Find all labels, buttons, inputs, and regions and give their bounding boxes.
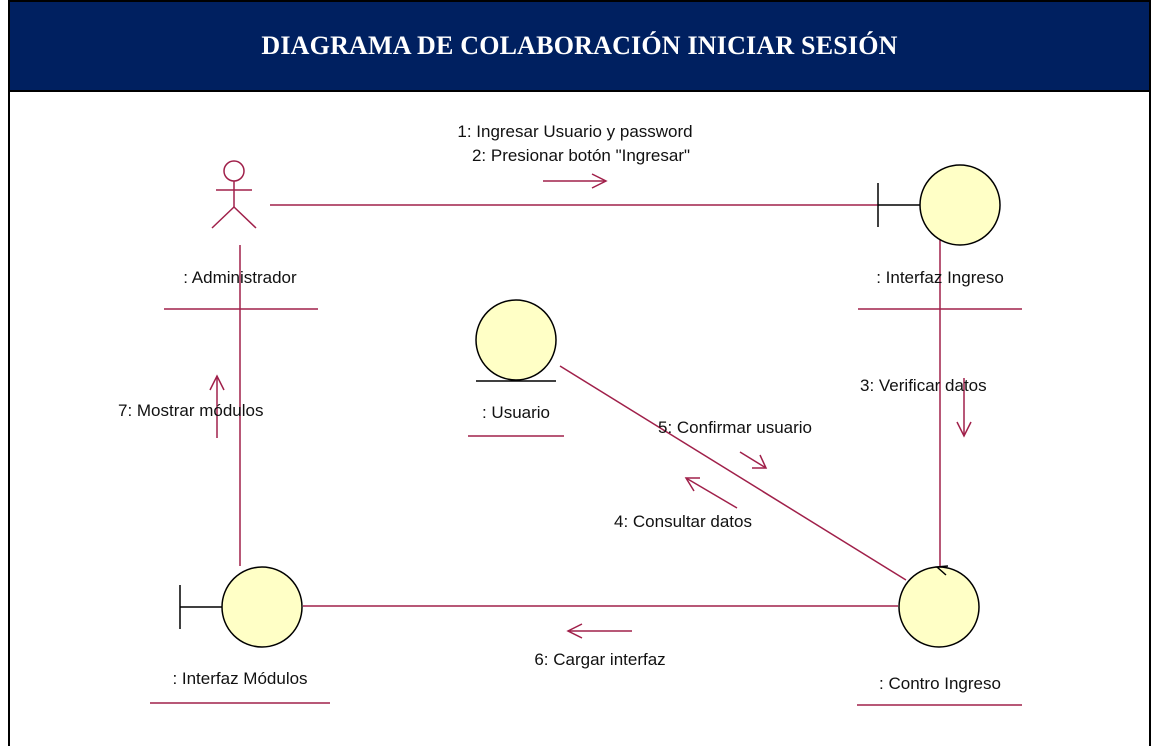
- diagram-frame: DIAGRAMA DE COLABORACIÓN INICIAR SESIÓN: [8, 0, 1151, 746]
- message-arrow-down-3: [956, 378, 972, 438]
- message-4-label: 4: Consultar datos: [614, 512, 752, 531]
- label-interfaz-modulos: : Interfaz Módulos: [172, 669, 307, 688]
- message-5-label: 5: Confirmar usuario: [658, 418, 812, 437]
- message-1-label: 1: Ingresar Usuario y password: [457, 122, 692, 141]
- message-6-label: 6: Cargar interfaz: [534, 650, 665, 669]
- label-administrador: : Administrador: [183, 268, 297, 287]
- entity-usuario-icon: [475, 299, 557, 382]
- boundary-interfaz-modulos-icon: [179, 566, 303, 648]
- message-arrow-left-6: [566, 623, 632, 639]
- message-arrow-up-7: [209, 374, 225, 438]
- title-bar: DIAGRAMA DE COLABORACIÓN INICIAR SESIÓN: [10, 2, 1149, 92]
- message-arrow-right-1-2: [543, 173, 608, 189]
- message-7-label: 7: Mostrar módulos: [118, 401, 264, 420]
- label-contro-ingreso: : Contro Ingreso: [879, 674, 1001, 693]
- link-usuario-control: [559, 365, 907, 581]
- actor-administrador-icon: [211, 160, 257, 229]
- diagram-title: DIAGRAMA DE COLABORACIÓN INICIAR SESIÓN: [261, 31, 898, 60]
- message-arrow-4: [684, 477, 738, 509]
- boundary-interfaz-ingreso-icon: [877, 164, 1001, 246]
- label-interfaz-ingreso: : Interfaz Ingreso: [876, 268, 1004, 287]
- message-2-label: 2: Presionar botón "Ingresar": [472, 146, 690, 165]
- control-contro-ingreso-icon: [898, 565, 980, 648]
- label-usuario: : Usuario: [482, 403, 550, 422]
- message-3-label: 3: Verificar datos: [860, 376, 987, 395]
- message-arrow-5: [739, 451, 768, 469]
